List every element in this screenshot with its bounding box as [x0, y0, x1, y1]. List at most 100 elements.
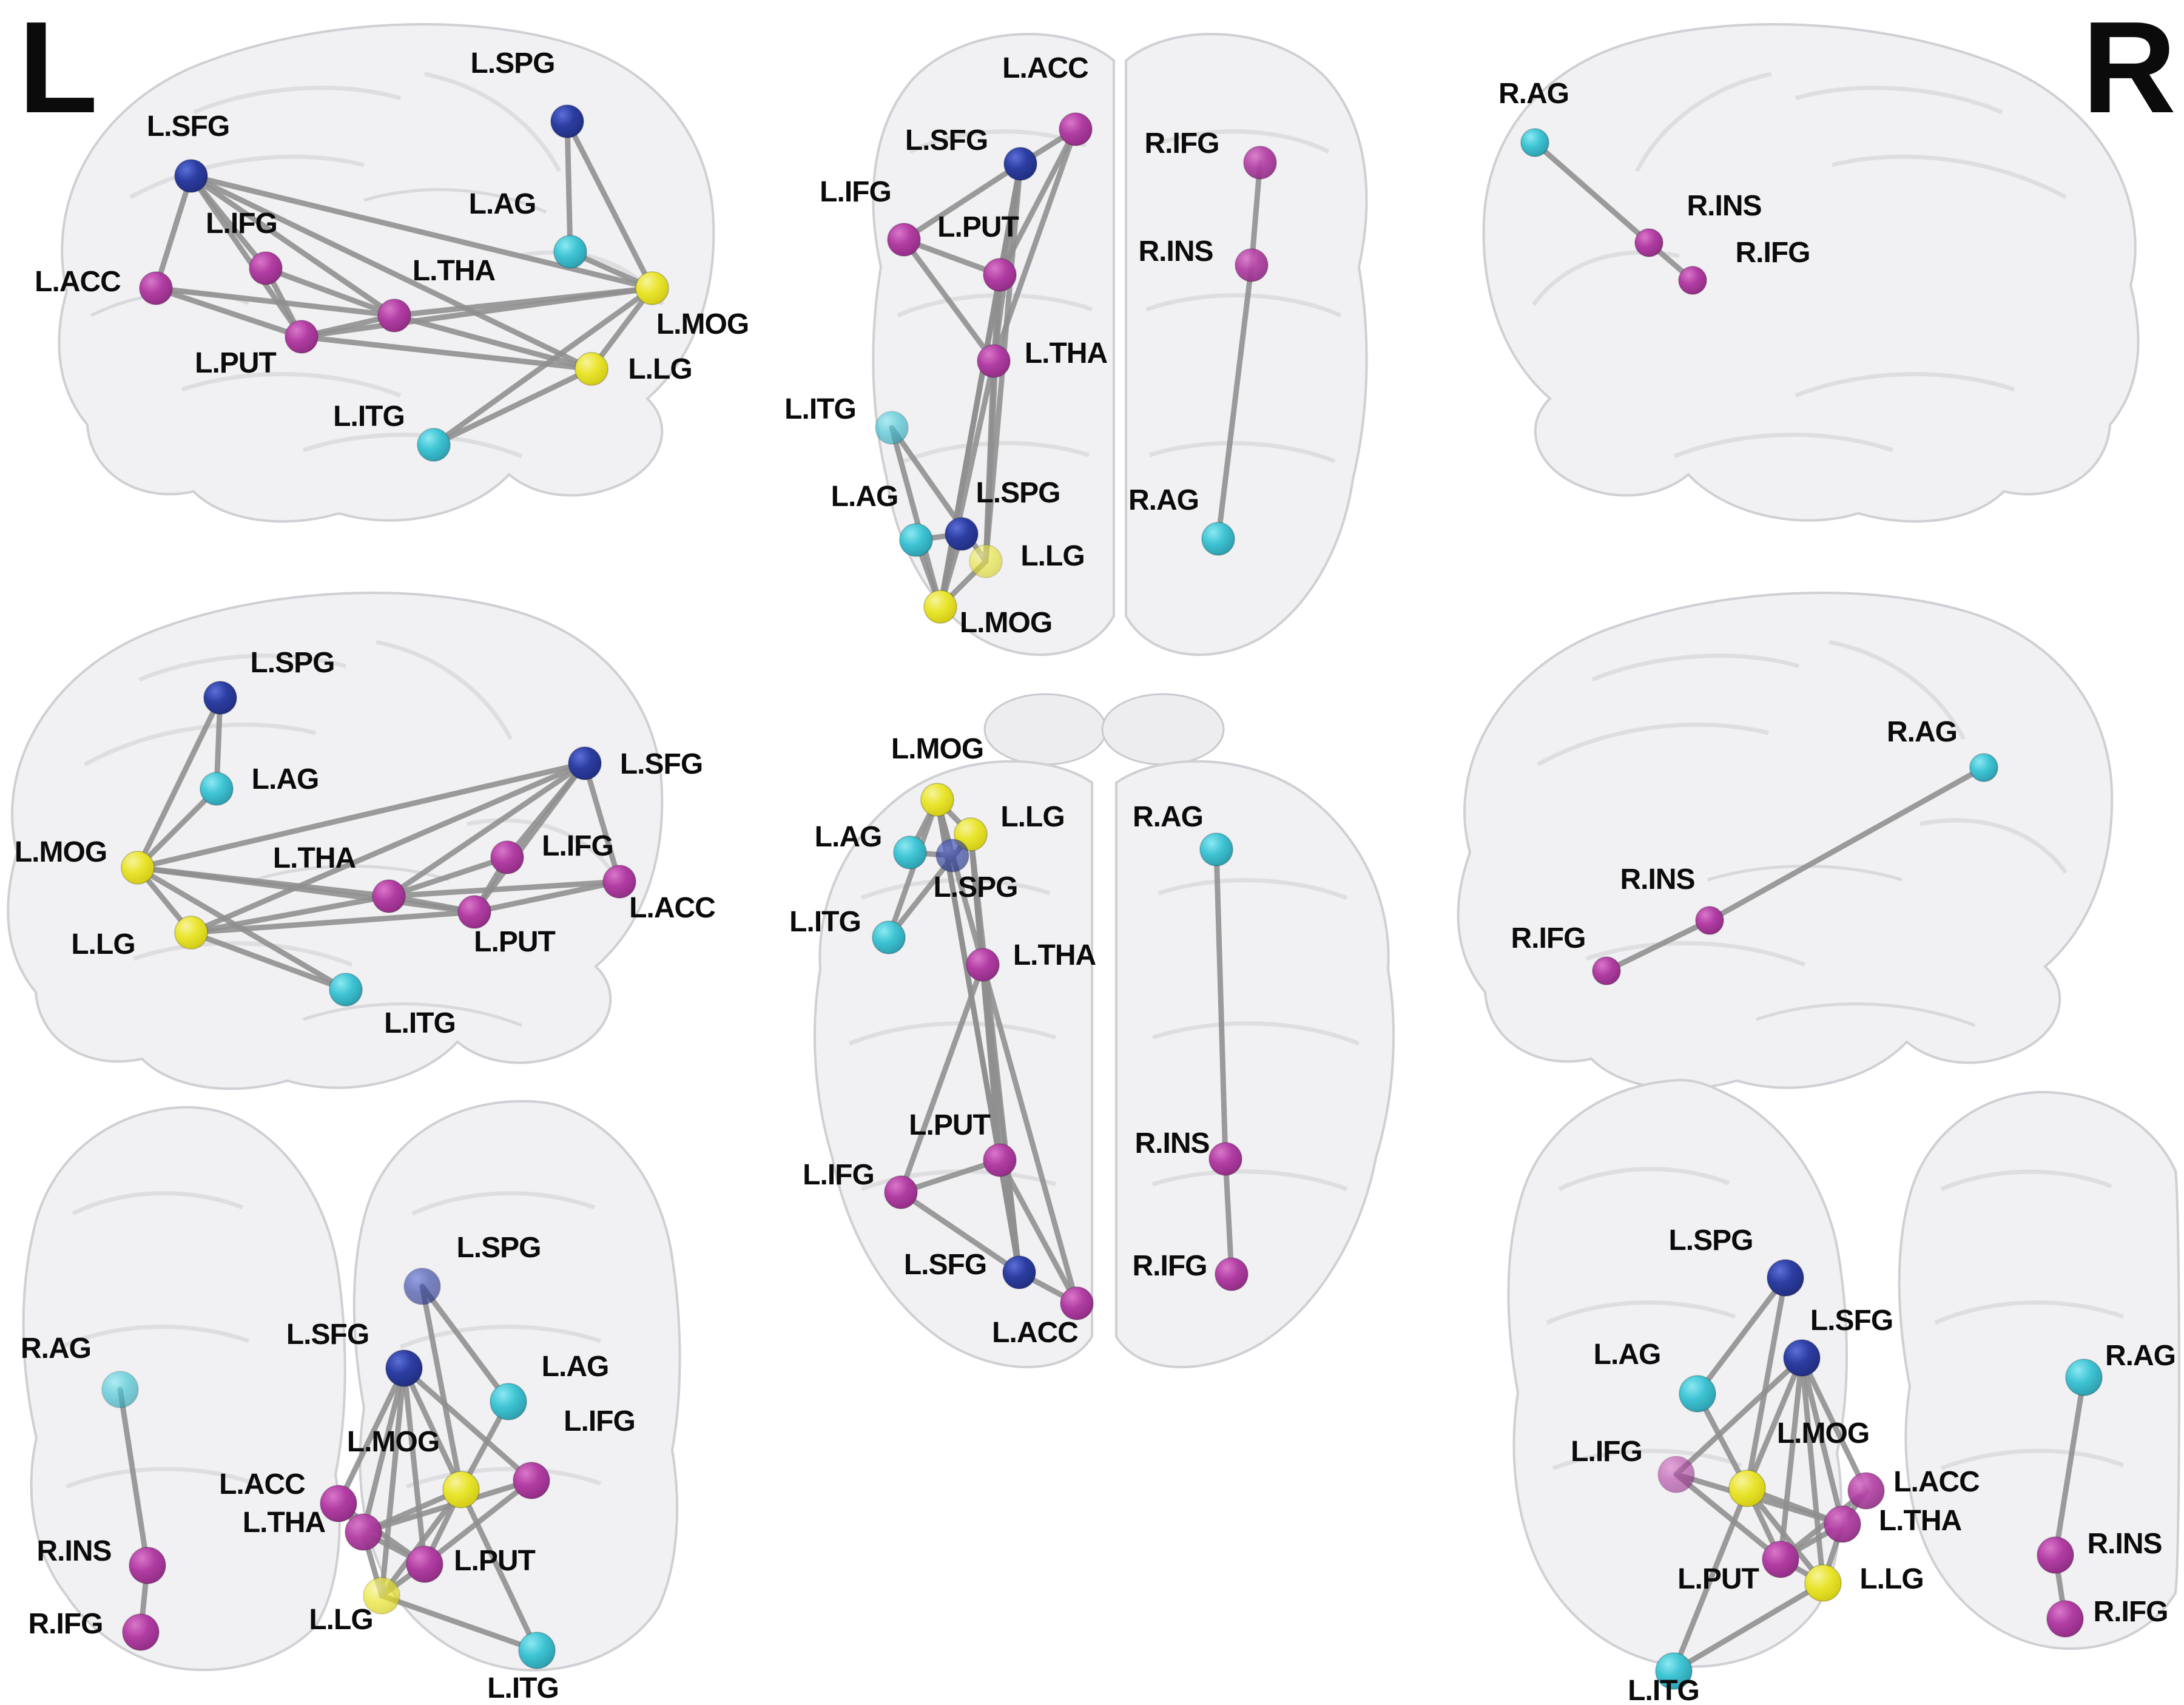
node-L.AG — [490, 1383, 527, 1420]
edge-R.AG-R.INS — [117, 1386, 150, 1568]
node-L.SFG — [385, 1349, 423, 1387]
edge-L.LG-L.ITG — [431, 366, 595, 448]
edge-L.SFG-L.ACC — [1799, 1355, 1869, 1494]
edge-L.IFG-L.THA — [901, 237, 997, 364]
label-L.AG: L.AG — [469, 188, 536, 220]
node-L.ITG — [875, 411, 909, 445]
node-R.INS — [1695, 906, 1724, 935]
edge-L.AG-L.MOG — [135, 786, 220, 871]
edge-L.LG-L.ITG — [1671, 1580, 1826, 1674]
edge-L.SFG-L.MOG — [401, 1365, 464, 1493]
edge-L.SFG-L.PUT — [1778, 1355, 1805, 1562]
node-L.SPG — [550, 104, 584, 138]
label-L.LG: L.LG — [1020, 540, 1084, 572]
label-L.IFG: L.IFG — [564, 1405, 635, 1437]
edge-L.SPG-L.MOG — [1744, 1275, 1788, 1491]
brain-silhouette — [1115, 760, 1395, 1368]
node-L.THA — [345, 1513, 382, 1551]
node-L.LG — [954, 817, 988, 851]
label-L.AG: L.AG — [815, 821, 882, 853]
edge-L.ACC-L.PUT — [153, 285, 305, 340]
label-L.LG: L.LG — [71, 928, 135, 961]
edge-L.SPG-L.MOG — [135, 695, 223, 871]
label-L.SPG: L.SPG — [470, 47, 554, 79]
node-L.SPG — [945, 517, 979, 551]
label-L.ACC: L.ACC — [992, 1317, 1078, 1349]
label-R.INS: R.INS — [2087, 1528, 2162, 1560]
edge-R.AG-R.INS — [1532, 140, 1652, 246]
edge-L.LG-L.ITG — [379, 1593, 540, 1653]
label-L.THA: L.THA — [1013, 939, 1096, 971]
label-R.INS: R.INS — [36, 1535, 111, 1567]
node-R.AG — [101, 1371, 139, 1408]
cerebellum-silhouette — [1101, 693, 1225, 766]
node-L.LG — [575, 352, 608, 386]
edge-L.MOG-L.LG — [379, 1487, 464, 1599]
node-L.ITG — [518, 1632, 556, 1669]
label-L.ITG: L.ITG — [784, 393, 856, 425]
node-L.ITG — [872, 920, 906, 954]
label-L.SPG: L.SPG — [1668, 1224, 1753, 1257]
label-L.SFG: L.SFG — [904, 1249, 986, 1281]
edge-L.MOG-L.ITG — [458, 1487, 540, 1653]
node-L.MOG — [121, 851, 155, 885]
node-R.INS — [2037, 1536, 2074, 1574]
edge-L.IFG-L.THA — [898, 962, 986, 1195]
brain-silhouette — [1457, 592, 2114, 1090]
edge-L.SFG-L.IFG — [1673, 1355, 1805, 1477]
edge-L.SFG-L.IFG — [901, 161, 1023, 243]
node-L.MOG — [442, 1471, 480, 1508]
edge-L.ACC-L.PUT — [997, 1157, 1080, 1306]
label-L.ACC: L.ACC — [1893, 1466, 1980, 1498]
brain-silhouette — [1125, 33, 1368, 656]
edge-L.SPG-L.AG — [564, 118, 573, 255]
node-L.SFG — [1783, 1339, 1821, 1377]
label-L.MOG: L.MOG — [1777, 1417, 1869, 1450]
edge-L.ACC-L.PUT — [471, 879, 622, 915]
node-R.AG — [1520, 128, 1549, 157]
label-L.IFG: L.IFG — [803, 1159, 874, 1191]
label-L.IFG: L.IFG — [206, 208, 277, 240]
label-L.PUT: L.PUT — [937, 211, 1019, 243]
edge-L.SFG-L.LG — [379, 1365, 407, 1599]
edge-L.PUT-L.MOG — [135, 865, 477, 915]
label-L.MOG: L.MOG — [15, 836, 107, 868]
label-R.IFG: R.IFG — [1145, 127, 1219, 160]
edge-R.AG-R.INS — [1213, 846, 1228, 1162]
edge-L.SFG-L.LG — [188, 760, 588, 936]
label-L.ACC: L.ACC — [1002, 52, 1088, 84]
node-L.SPG — [403, 1268, 441, 1305]
node-R.IFG — [2046, 1600, 2084, 1638]
label-L.LG: L.LG — [628, 353, 692, 385]
node-L.SFG — [1002, 1255, 1036, 1289]
node-L.SPG — [203, 681, 237, 715]
label-R.AG: R.AG — [1133, 801, 1203, 833]
edge-L.PUT-L.LG — [983, 272, 1003, 564]
label-L.PUT: L.PUT — [474, 926, 555, 958]
edge-L.SFG-L.MOG — [135, 760, 588, 871]
brain-silhouette — [1482, 23, 2140, 523]
edge-L.IFG-L.PUT — [1673, 1471, 1784, 1562]
label-L.MOG: L.MOG — [656, 308, 749, 340]
edge-L.SFG-L.MOG — [1744, 1355, 1805, 1491]
node-R.INS — [129, 1547, 166, 1584]
node-L.AG — [893, 836, 927, 869]
label-R.INS: R.INS — [1620, 863, 1694, 896]
label-L.ITG: L.ITG — [333, 400, 405, 433]
edge-L.THA-L.LG — [391, 312, 595, 372]
node-L.THA — [1824, 1505, 1861, 1543]
label-R.AG: R.AG — [21, 1332, 91, 1365]
edge-L.IFG-L.THA — [263, 265, 397, 319]
node-L.PUT — [1762, 1541, 1799, 1578]
node-L.SFG — [1003, 147, 1037, 181]
node-L.IFG — [513, 1462, 550, 1499]
edges — [1603, 765, 1987, 974]
node-L.ITG — [1655, 1652, 1693, 1690]
label-L.AG: L.AG — [831, 481, 898, 513]
edge-L.SFG-L.PUT — [188, 173, 305, 340]
label-L.SFG: L.SFG — [905, 124, 988, 157]
brain-silhouette — [1898, 1090, 2180, 1650]
